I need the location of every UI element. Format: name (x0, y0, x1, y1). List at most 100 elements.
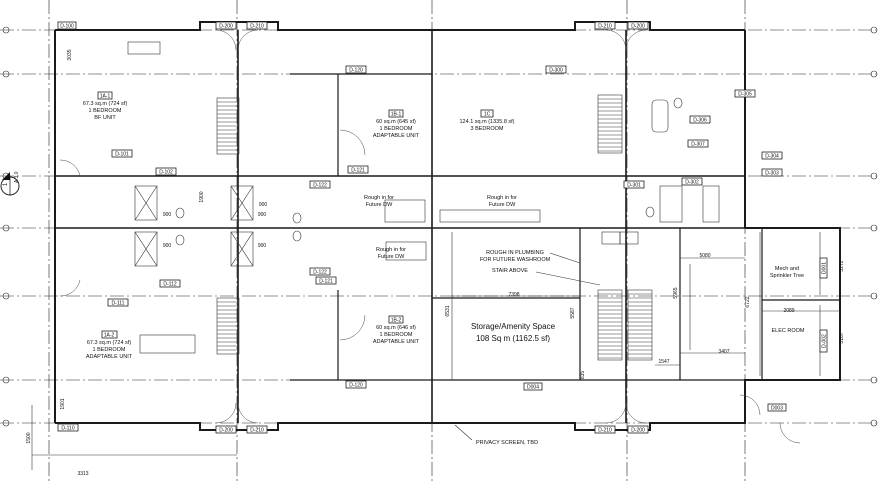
svg-text:D-210: D-210 (250, 428, 264, 434)
svg-text:3 BEDROOM: 3 BEDROOM (470, 126, 503, 132)
svg-text:900: 900 (163, 212, 172, 218)
svg-text:124.1 sq.m (1335.8 sf): 124.1 sq.m (1335.8 sf) (459, 119, 514, 125)
svg-text:D-302: D-302 (685, 180, 699, 186)
svg-text:1500: 1500 (26, 432, 32, 443)
svg-text:1C: 1C (484, 112, 491, 118)
door-tag: D-303 (761, 168, 783, 177)
stairs (216, 94, 653, 361)
svg-text:900: 900 (258, 212, 267, 218)
svg-text:D-303: D-303 (765, 171, 779, 177)
svg-text:D-121: D-121 (351, 168, 365, 174)
svg-text:ADAPTABLE UNIT: ADAPTABLE UNIT (86, 354, 133, 360)
svg-text:5965: 5965 (673, 287, 679, 298)
svg-text:D001: D001 (822, 262, 828, 274)
svg-text:1 BEDROOM: 1 BEDROOM (92, 347, 125, 353)
svg-text:D-110: D-110 (61, 426, 74, 432)
svg-text:D-101: D-101 (115, 152, 129, 158)
svg-text:67.3 sq.m (724 sf): 67.3 sq.m (724 sf) (87, 340, 131, 346)
unit-1a2-label: 1A-2 67.3 sq.m (724 sf) 1 BEDROOM ADAPTA… (86, 330, 133, 360)
svg-text:3167: 3167 (839, 332, 845, 343)
door-tag: D-210 (594, 425, 616, 434)
svg-text:D-111: D-111 (112, 301, 125, 307)
svg-text:2089: 2089 (783, 308, 794, 314)
svg-text:1B-1: 1B-1 (391, 112, 402, 118)
svg-text:1A-1: 1A-1 (100, 94, 111, 100)
svg-text:900: 900 (163, 243, 172, 249)
svg-text:D-304: D-304 (765, 154, 779, 160)
svg-text:D-307: D-307 (691, 142, 705, 148)
plan-notes: Rough in for Future DW Rough in for Futu… (364, 195, 551, 446)
svg-text:900: 900 (258, 243, 267, 249)
unit-1b1-label: 1B-1 60 sq.m (645 sf) 1 BEDROOM ADAPTABL… (373, 109, 420, 139)
svg-text:835: 835 (580, 371, 586, 380)
door-tag: D004 (523, 382, 543, 391)
svg-text:STAIR ABOVE: STAIR ABOVE (492, 268, 528, 274)
door-tag: D-120 (345, 65, 367, 74)
svg-text:PRIVACY SCREEN, TBD: PRIVACY SCREEN, TBD (476, 440, 538, 446)
svg-text:D-210: D-210 (250, 24, 264, 30)
door-tag: D-121 (315, 276, 337, 285)
door-tag: D-200 (627, 21, 649, 30)
section-marker: 1 A 3.0 (0, 171, 20, 196)
svg-text:D-100: D-100 (60, 24, 74, 30)
dimension-text: 900 900 900 900 900 1900 1500 3313 5080 … (26, 49, 845, 477)
storage-label: Storage/Amenity Space 108 Sq m (1162.5 s… (471, 322, 556, 343)
svg-text:108 Sq m (1162.5 sf): 108 Sq m (1162.5 sf) (476, 334, 550, 343)
door-tag: D-200 (627, 425, 649, 434)
svg-text:D004: D004 (527, 385, 539, 391)
door-tag: D-200 (215, 425, 237, 434)
svg-text:D-301: D-301 (627, 183, 641, 189)
svg-text:D-210: D-210 (598, 428, 612, 434)
door-tag: D-111 (107, 298, 129, 307)
svg-text:D-122: D-122 (313, 183, 327, 189)
svg-text:6722: 6722 (745, 296, 751, 307)
door-tag: D-101 (111, 149, 133, 158)
svg-text:Rough in for: Rough in for (487, 195, 517, 201)
door-tag: D003 (767, 403, 787, 412)
door-tag: D-121 (347, 165, 369, 174)
door-tag: D001 (819, 257, 828, 279)
unit-1b2-label: 1B-2 60 sq.m (646 sf) 1 BEDROOM ADAPTABL… (373, 315, 420, 345)
svg-text:FOR FUTURE WASHROOM: FOR FUTURE WASHROOM (480, 257, 551, 263)
door-tag: D-210 (246, 425, 268, 434)
door-tag: D-112 (159, 279, 181, 288)
svg-text:Sprinkler Tree: Sprinkler Tree (770, 273, 804, 279)
svg-text:D-210: D-210 (598, 24, 612, 30)
svg-text:D-112: D-112 (163, 282, 176, 288)
svg-text:Rough in for: Rough in for (376, 247, 406, 253)
door-tag: D-304 (761, 151, 783, 160)
door-tag: D-200 (215, 21, 237, 30)
svg-text:6531: 6531 (445, 305, 451, 316)
svg-text:D-002: D-002 (822, 334, 828, 348)
svg-text:ROUGH IN PLUMBING: ROUGH IN PLUMBING (486, 250, 544, 256)
door-tag: D-300 (545, 65, 567, 74)
svg-text:D-200: D-200 (219, 24, 233, 30)
svg-text:3035: 3035 (67, 49, 73, 60)
door-tags: D-100 D-200 D-210 D-210 D-200 D-120 D-30… (57, 21, 828, 434)
unit-1c-label: 1C 124.1 sq.m (1335.8 sf) 3 BEDROOM (459, 109, 515, 132)
door-tag: D-307 (687, 139, 709, 148)
svg-text:1 BEDROOM: 1 BEDROOM (379, 332, 412, 338)
svg-text:5080: 5080 (699, 253, 710, 259)
door-tag: D-305 (734, 89, 756, 98)
door-tag: D-306 (689, 115, 711, 124)
svg-text:D-120: D-120 (349, 68, 363, 74)
svg-text:ADAPTABLE UNIT: ADAPTABLE UNIT (373, 339, 420, 345)
leader-lines (454, 252, 601, 441)
door-tag: D-210 (246, 21, 268, 30)
svg-text:D003: D003 (771, 406, 783, 412)
exterior-walls (54, 21, 841, 431)
svg-text:3313: 3313 (77, 471, 88, 477)
svg-text:900: 900 (259, 202, 268, 208)
door-tag: D-122 (309, 267, 331, 276)
section-number: 1 (3, 182, 9, 186)
elec-room-label: ELEC ROOM (771, 328, 804, 334)
door-tag: D-102 (155, 167, 177, 176)
svg-text:D-122: D-122 (313, 270, 327, 276)
svg-text:D-306: D-306 (693, 118, 707, 124)
svg-text:1B-2: 1B-2 (391, 318, 402, 324)
svg-text:1547: 1547 (658, 359, 669, 365)
svg-text:60 sq.m (646 sf): 60 sq.m (646 sf) (376, 325, 416, 331)
door-tag: D-210 (594, 21, 616, 30)
